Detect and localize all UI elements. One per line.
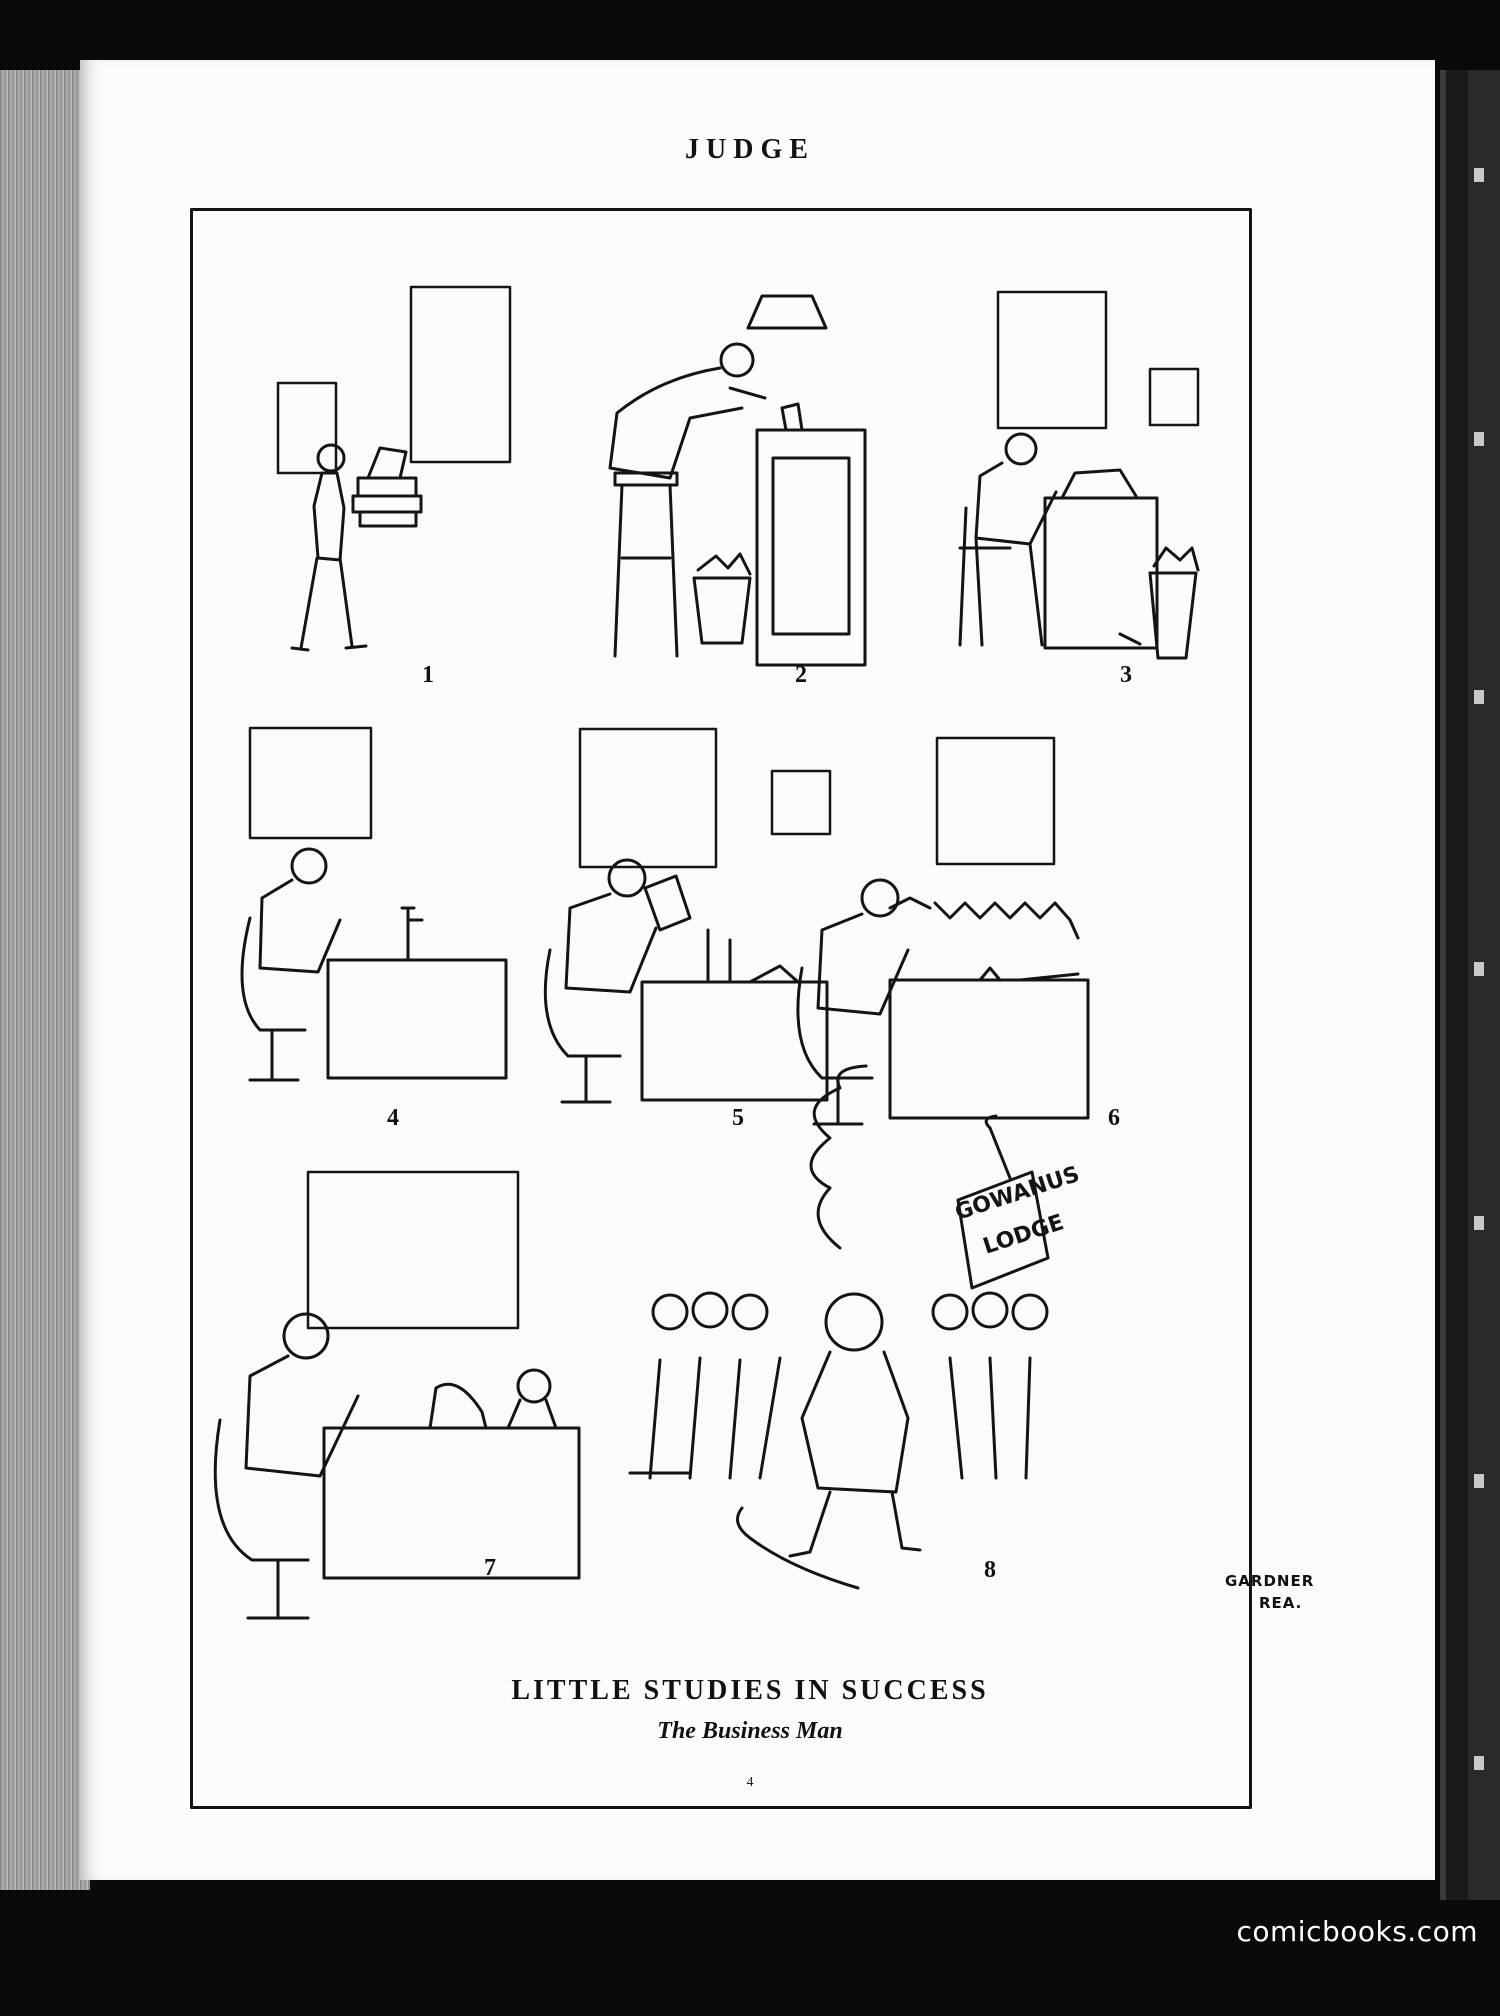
binding-shadow bbox=[1468, 70, 1500, 1900]
panel-number-2: 2 bbox=[795, 662, 807, 688]
edge-mark bbox=[1474, 1756, 1484, 1770]
panel-2-clerk-at-tall-desk bbox=[608, 294, 867, 667]
panel-number-5: 5 bbox=[732, 1105, 744, 1131]
panel-number-6: 6 bbox=[1108, 1105, 1120, 1131]
edge-mark bbox=[1474, 962, 1484, 976]
signature-line-2: REA. bbox=[1259, 1594, 1303, 1612]
panel-3-clerk-at-desk bbox=[958, 290, 1200, 660]
book-page-edges bbox=[0, 70, 90, 1890]
panel-5-man-reading-papers bbox=[543, 727, 829, 1104]
edge-mark bbox=[1474, 432, 1484, 446]
panel-number-4: 4 bbox=[387, 1105, 399, 1131]
cartoon-border bbox=[190, 208, 1252, 1809]
panel-1-clerk-carrying-boxes bbox=[276, 285, 512, 652]
panel-number-1: 1 bbox=[422, 662, 434, 688]
panel-number-3: 3 bbox=[1120, 662, 1132, 688]
edge-mark bbox=[1474, 1216, 1484, 1230]
panel-number-8: 8 bbox=[984, 1557, 996, 1583]
panel-4-man-at-desk-with-phone bbox=[240, 726, 508, 1082]
edge-mark bbox=[1474, 690, 1484, 704]
artist-signature: GARDNER REA. bbox=[1225, 1570, 1314, 1614]
page-number: 4 bbox=[746, 1775, 754, 1790]
panel-8-lodge-parade bbox=[628, 1064, 1050, 1590]
site-watermark: comicbooks.com bbox=[1236, 1915, 1478, 1948]
panel-number-7: 7 bbox=[484, 1555, 496, 1581]
edge-mark bbox=[1474, 168, 1484, 182]
signature-line-1: GARDNER bbox=[1225, 1572, 1315, 1590]
magazine-masthead: JUDGE bbox=[685, 134, 815, 165]
cartoon-illustration: GOWANUS LODGE bbox=[190, 208, 1252, 1809]
cartoon-subtitle: The Business Man bbox=[657, 1718, 843, 1744]
panel-6-man-on-long-phone bbox=[770, 736, 1090, 1126]
lodge-banner-text-2: LODGE bbox=[980, 1210, 1067, 1260]
edge-mark bbox=[1474, 1474, 1484, 1488]
cartoon-title: LITTLE STUDIES IN SUCCESS bbox=[511, 1675, 989, 1706]
panel-7-man-with-secretary bbox=[213, 1170, 581, 1620]
